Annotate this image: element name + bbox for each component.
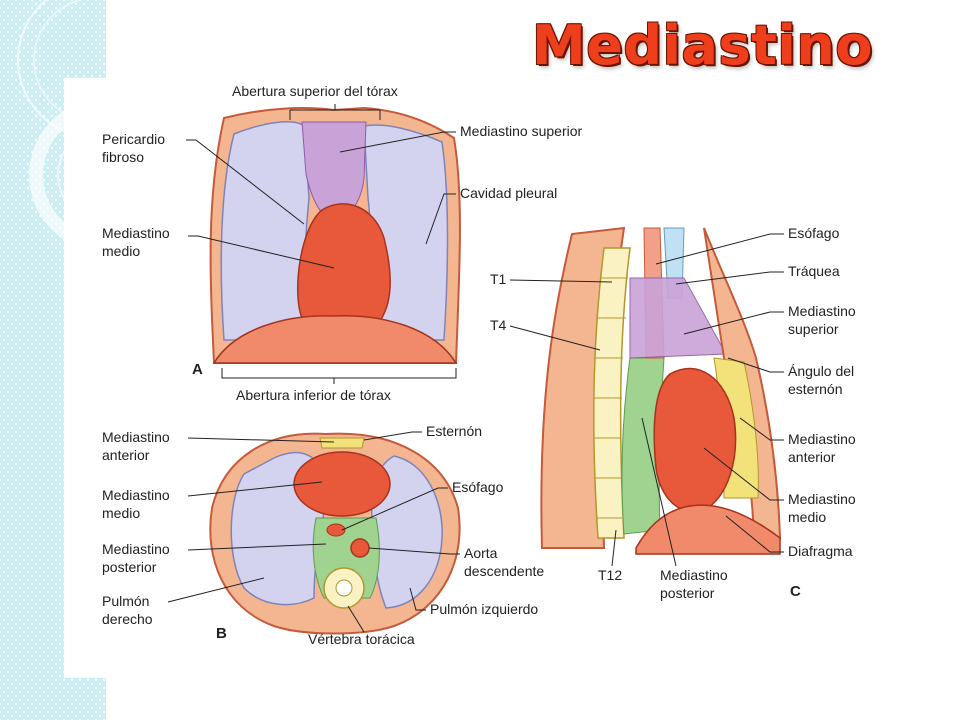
- panel-a-diaphragm: [212, 315, 458, 364]
- label-b-middle-mediastinum-2: medio: [102, 505, 140, 521]
- label-b-left-lung: Pulmón izquierdo: [430, 601, 538, 617]
- panel-b-sternum: [319, 437, 365, 449]
- label-c-esophagus: Esófago: [788, 225, 840, 241]
- label-b-anterior-mediastinum-1: Mediastino: [102, 429, 170, 445]
- label-a-superior-mediastinum: Mediastino superior: [460, 123, 583, 139]
- panel-c-sagittal-section: C Esófago Tráquea T1 T4 Mediastino super…: [490, 225, 856, 601]
- label-c-sternal-angle-1: Ángulo del: [788, 363, 854, 379]
- label-b-thoracic-vertebra: Vértebra torácica: [308, 631, 415, 647]
- label-a-inferior-aperture: Abertura inferior de tórax: [236, 387, 391, 403]
- panel-c-letter: C: [790, 583, 801, 600]
- label-b-sternum: Esternón: [426, 423, 482, 439]
- label-b-right-lung-1: Pulmón: [102, 593, 149, 609]
- label-c-anterior-mediastinum-1: Mediastino: [788, 431, 856, 447]
- label-c-anterior-mediastinum-2: anterior: [788, 449, 836, 465]
- label-a-superior-aperture: Abertura superior del tórax: [232, 83, 398, 99]
- panel-b-descending-aorta: [350, 538, 370, 558]
- label-c-t4: T4: [490, 317, 507, 333]
- slide-title: Mediastino: [532, 14, 873, 77]
- label-c-middle-mediastinum-1: Mediastino: [788, 491, 856, 507]
- panel-c-vertebral-column: [593, 247, 631, 539]
- label-a-middle-mediastinum-1: Mediastino: [102, 225, 170, 241]
- label-b-posterior-mediastinum-2: posterior: [102, 559, 157, 575]
- label-a-middle-mediastinum-2: medio: [102, 243, 140, 259]
- panel-b-esophagus: [326, 523, 346, 537]
- panel-b-letter: B: [216, 625, 227, 642]
- panel-c-superior-mediastinum: [629, 277, 727, 359]
- panel-a-letter: A: [192, 361, 203, 378]
- label-a-pleural-cavity: Cavidad pleural: [460, 185, 557, 201]
- label-c-trachea: Tráquea: [788, 263, 840, 279]
- mediastinum-diagram: A Abertura superior del tórax Pericardio…: [102, 83, 856, 647]
- label-c-posterior-mediastinum-2: posterior: [660, 585, 715, 601]
- label-b-middle-mediastinum-1: Mediastino: [102, 487, 170, 503]
- label-c-diaphragm: Diafragma: [788, 543, 853, 559]
- label-c-superior-mediastinum-2: superior: [788, 321, 839, 337]
- label-b-descending-aorta-1: Aorta: [464, 545, 498, 561]
- label-b-posterior-mediastinum-1: Mediastino: [102, 541, 170, 557]
- panel-a-frontal-view: A Abertura superior del tórax Pericardio…: [102, 83, 583, 403]
- panel-b-transverse-section: B Mediastino anterior Esternón Mediastin…: [102, 423, 544, 647]
- anatomy-figure: A Abertura superior del tórax Pericardio…: [64, 78, 928, 678]
- label-c-t12: T12: [598, 567, 622, 583]
- label-c-posterior-mediastinum-1: Mediastino: [660, 567, 728, 583]
- label-c-t1: T1: [490, 271, 507, 287]
- label-c-middle-mediastinum-2: medio: [788, 509, 826, 525]
- panel-c-diaphragm: [635, 504, 781, 555]
- label-a-fibrous-pericardium-2: fibroso: [102, 149, 144, 165]
- panel-b-heart: [293, 451, 391, 517]
- label-b-esophagus: Esófago: [452, 479, 504, 495]
- label-c-superior-mediastinum-1: Mediastino: [788, 303, 856, 319]
- label-b-descending-aorta-2: descendente: [464, 563, 544, 579]
- label-a-fibrous-pericardium-1: Pericardio: [102, 131, 165, 147]
- label-b-anterior-mediastinum-2: anterior: [102, 447, 150, 463]
- label-b-right-lung-2: derecho: [102, 611, 153, 627]
- panel-c-heart: [653, 367, 737, 513]
- label-c-sternal-angle-2: esternón: [788, 381, 842, 397]
- panel-a-right-pleura: [220, 121, 310, 341]
